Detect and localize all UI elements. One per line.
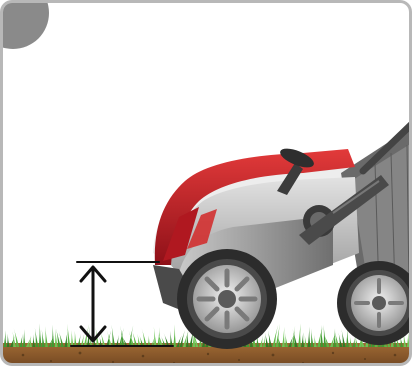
grass-blade [282, 326, 285, 347]
grass-blade [301, 332, 304, 347]
grass-blade [186, 331, 189, 347]
grass-blade [323, 333, 330, 347]
grass-blade [198, 329, 202, 347]
grass-blade [346, 327, 349, 347]
grass-blade [13, 327, 20, 347]
grass-blade [95, 326, 100, 347]
grass-blade [291, 325, 296, 347]
grass-blade [54, 328, 58, 347]
grass-blade [400, 335, 404, 347]
grass-blade [150, 336, 155, 347]
grass-blade [262, 336, 266, 347]
grass-blade [32, 334, 36, 347]
grass-blade [259, 335, 264, 347]
grass-blade [157, 331, 164, 347]
height-arrow-icon [70, 261, 174, 347]
ground [3, 343, 409, 363]
grass-blade [86, 326, 90, 347]
grass-blade [320, 324, 324, 347]
grass-blade [80, 333, 85, 347]
grass-blade [176, 335, 182, 347]
grass-blade [19, 333, 23, 347]
grass-blade [121, 335, 128, 347]
grass-blade [179, 330, 186, 347]
grass-blade [70, 330, 74, 347]
grass-blade [106, 330, 112, 347]
grass-blade [45, 326, 48, 347]
grass-blade [406, 330, 409, 347]
grass-blade [192, 323, 196, 347]
grass-blade [349, 336, 352, 347]
grass-blade [118, 327, 124, 347]
grass-blade [386, 336, 391, 347]
grass-blade [147, 335, 151, 347]
grass-blade [29, 335, 32, 347]
rear-wheel [337, 261, 409, 345]
grass-blade [307, 326, 311, 347]
grass-blade [139, 335, 144, 347]
grass-blade [163, 332, 170, 347]
grass-blade [120, 325, 125, 347]
grass-blade [298, 323, 301, 347]
front-wheel [177, 249, 277, 349]
grass-blade [275, 323, 281, 347]
grass-blade [64, 331, 68, 347]
grass-blade [3, 330, 7, 347]
grass-blade [67, 323, 71, 347]
grass-blade [272, 324, 279, 347]
grass-blade [34, 327, 39, 347]
grass-blade [173, 324, 176, 347]
grass-blade [292, 328, 298, 347]
grass-blade [355, 335, 359, 347]
grass-blade [277, 335, 282, 347]
grass-blade [352, 336, 356, 347]
grass-blade [106, 330, 112, 347]
grass-blade [77, 333, 82, 347]
grass-blade [12, 331, 16, 347]
grass-blade [310, 328, 314, 347]
grass-blade [160, 335, 167, 347]
grass-blade [333, 328, 336, 347]
grass-blade [153, 326, 157, 347]
grass-blade [22, 329, 26, 347]
grass-blade [58, 330, 64, 347]
grass-blade [55, 327, 61, 347]
grass-blade [341, 329, 346, 347]
grass-blade [41, 329, 45, 347]
handle-icon [299, 175, 389, 245]
grass-blade [99, 336, 103, 347]
grass-blade [285, 333, 288, 347]
grass-blade [128, 330, 135, 347]
grass-blade [288, 334, 295, 347]
grass-blade [6, 333, 10, 347]
mower-illustration [3, 121, 409, 363]
grass-blade [267, 330, 272, 347]
grass-blade [338, 332, 343, 347]
grass-blade [137, 333, 141, 347]
grass-blade [323, 324, 327, 347]
grass-blade [334, 330, 340, 347]
grass-blade [89, 336, 93, 347]
grass-blade [141, 328, 148, 347]
grass-blade [393, 335, 397, 347]
grass-blade [100, 330, 106, 347]
grass-blade [157, 326, 160, 347]
grass-blade [74, 330, 77, 347]
grass-blade [264, 332, 269, 347]
grass-blade [111, 324, 116, 347]
grass-blade [38, 323, 42, 347]
grass-blade [314, 335, 317, 347]
grass-blade [131, 330, 138, 347]
grass-blade [115, 334, 120, 347]
grass-blade [128, 325, 134, 347]
grass-blade [51, 324, 55, 347]
grass-blade [304, 335, 308, 347]
grass-blade [170, 330, 173, 347]
grass-blade [403, 331, 407, 347]
